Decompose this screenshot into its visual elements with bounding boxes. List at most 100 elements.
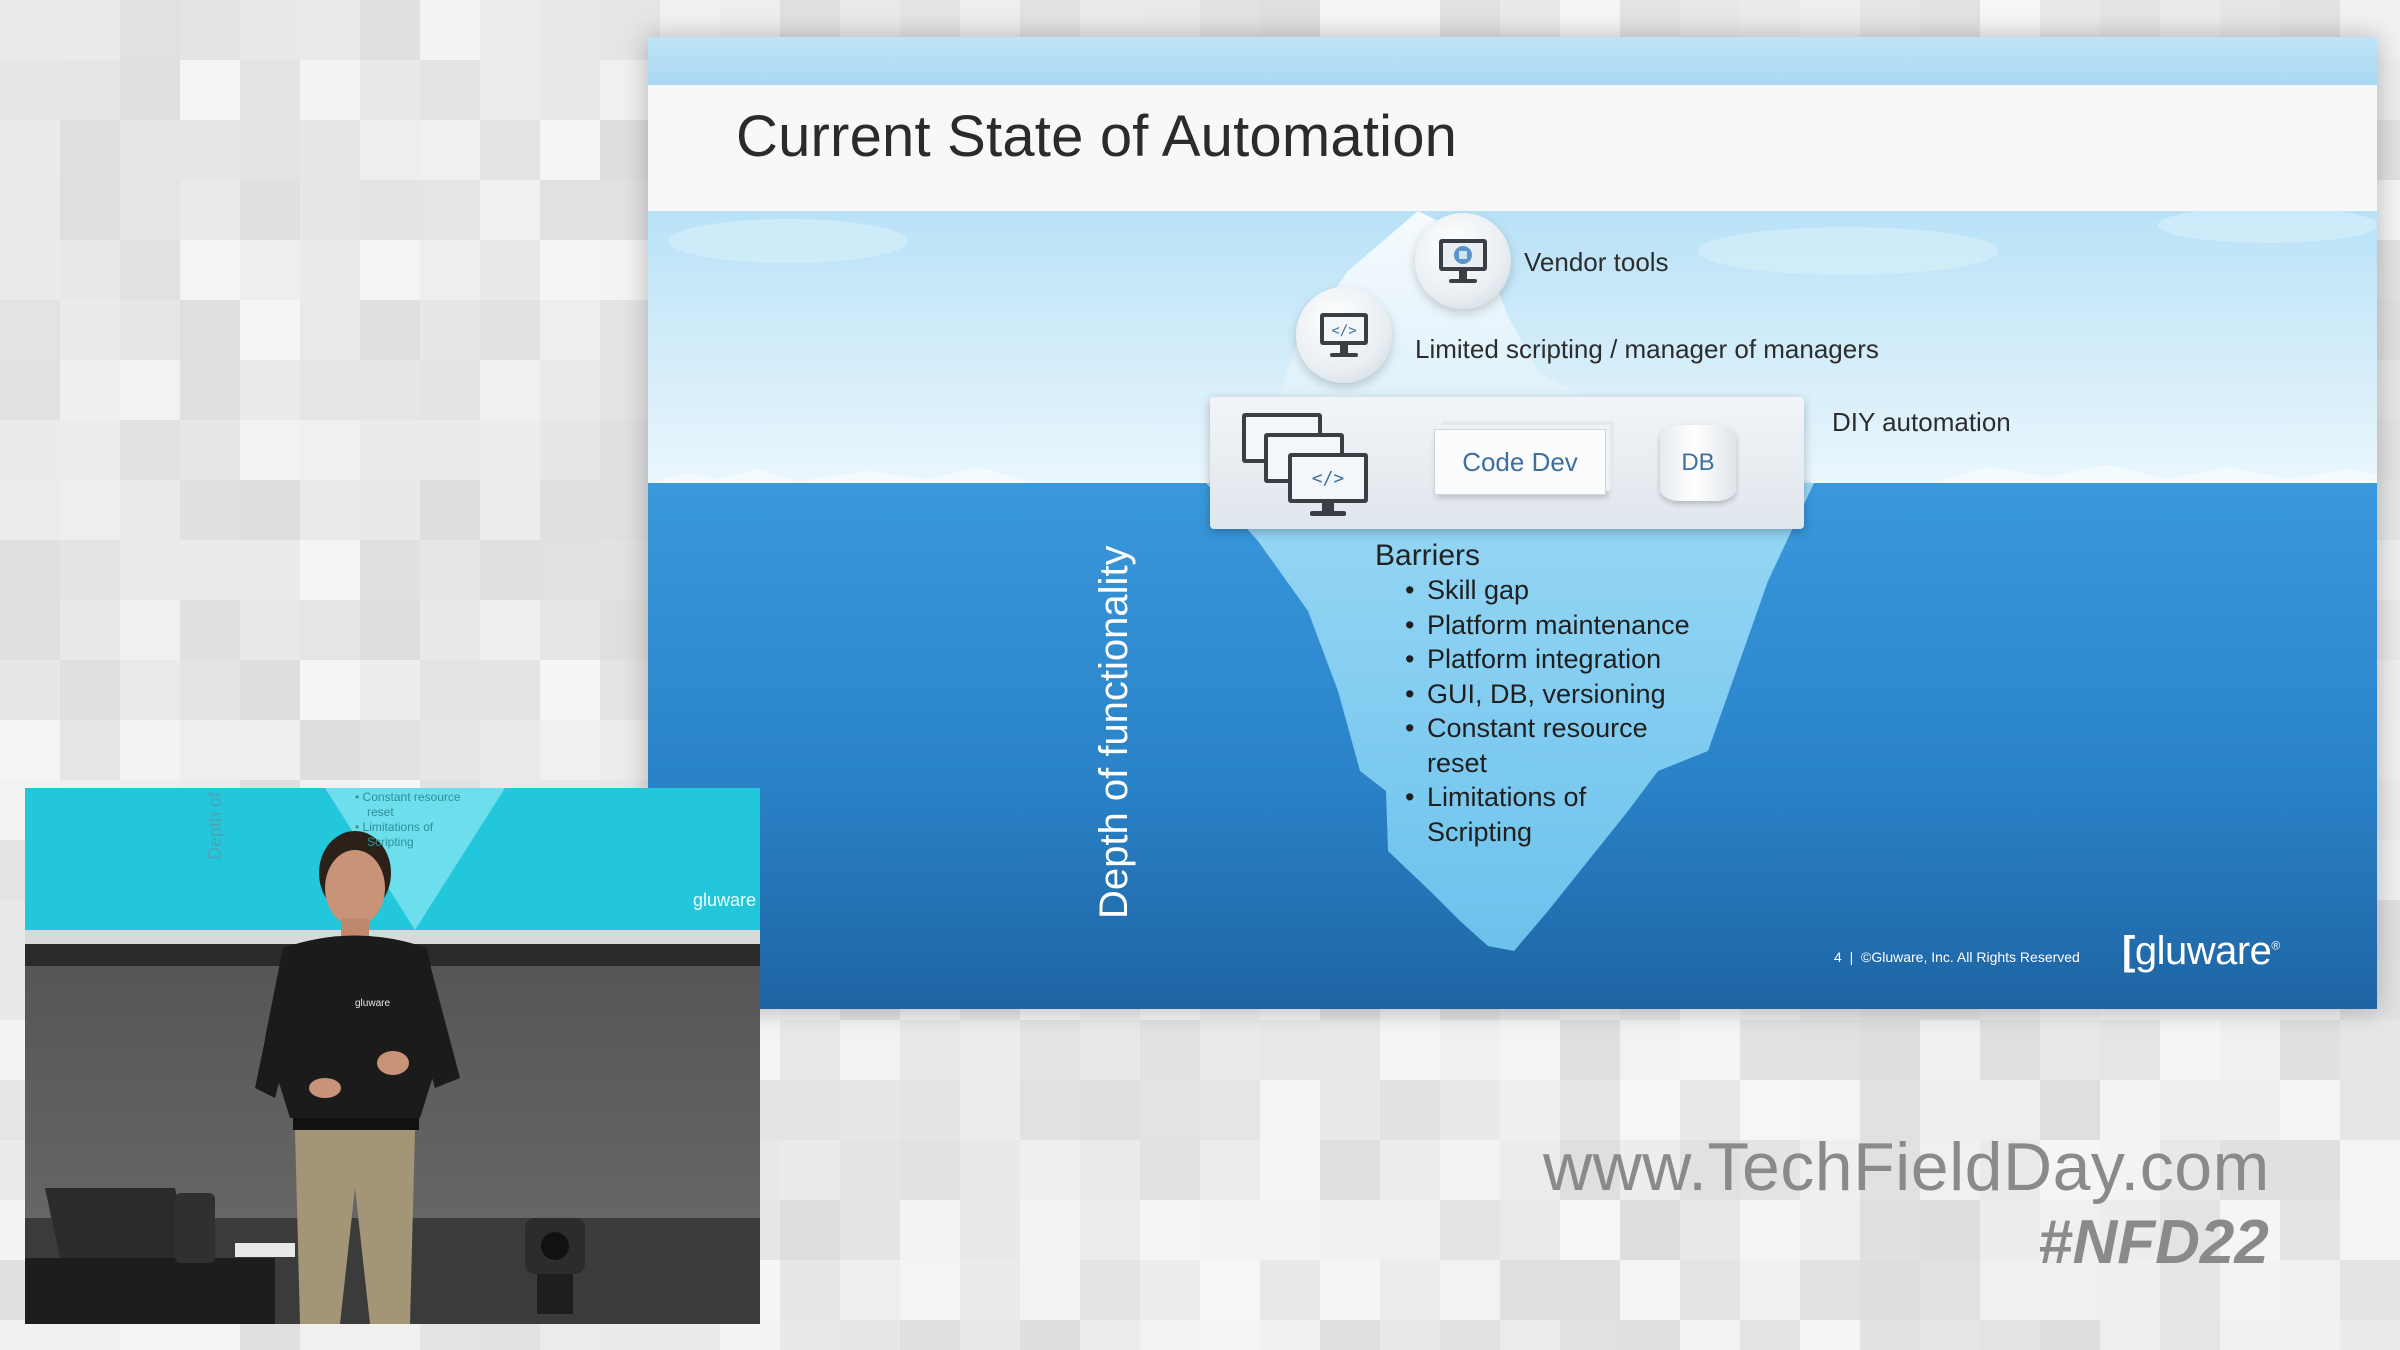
background-tile xyxy=(480,540,540,600)
background-tile xyxy=(1920,1200,1980,1260)
background-tile xyxy=(120,420,180,480)
background-tile xyxy=(540,360,600,420)
background-tile xyxy=(1380,1080,1440,1140)
background-tile xyxy=(2040,1020,2100,1080)
background-tile xyxy=(60,420,120,480)
background-tile xyxy=(1860,1260,1920,1320)
background-tile xyxy=(960,1080,1020,1140)
background-tile xyxy=(1200,1200,1260,1260)
background-tile xyxy=(1980,1320,2040,1350)
background-tile xyxy=(2220,1200,2280,1260)
background-tile xyxy=(2220,1020,2280,1080)
background-tile xyxy=(1320,1320,1380,1350)
background-tile xyxy=(420,660,480,720)
background-tile xyxy=(780,1080,840,1140)
inset-screen-item-a: • Constant resource xyxy=(355,790,461,804)
background-tile xyxy=(1680,1260,1740,1320)
background-tile xyxy=(1500,1020,1560,1080)
background-tile xyxy=(360,1320,420,1350)
background-tile xyxy=(780,1020,840,1080)
page-number: 4 xyxy=(1834,949,1842,965)
background-tile xyxy=(120,360,180,420)
background-tile xyxy=(840,1320,900,1350)
background-tile xyxy=(1320,1080,1380,1140)
background-tile xyxy=(180,1320,240,1350)
background-tile xyxy=(60,360,120,420)
background-tile xyxy=(2280,1200,2340,1260)
background-tile xyxy=(300,720,360,780)
diy-automation-label: DIY automation xyxy=(1832,407,2011,437)
background-tile xyxy=(1020,1020,1080,1080)
background-tile xyxy=(1860,1200,1920,1260)
background-tile xyxy=(240,720,300,780)
background-tile xyxy=(60,0,120,60)
background-tile xyxy=(840,1080,900,1140)
barrier-item: Platform maintenance xyxy=(1405,608,1727,643)
background-tile xyxy=(420,480,480,540)
watermark-hashtag: #NFD22 xyxy=(2038,1208,2269,1277)
background-tile xyxy=(1620,1320,1680,1350)
background-tile xyxy=(2280,1320,2340,1350)
background-tile xyxy=(960,1260,1020,1320)
background-tile xyxy=(300,240,360,300)
background-tile xyxy=(540,60,600,120)
background-tile xyxy=(180,720,240,780)
background-tile xyxy=(1740,1260,1800,1320)
db-cylinder: DB xyxy=(1660,425,1736,501)
barrier-item: Limitations of Scripting xyxy=(1405,780,1617,849)
background-tile xyxy=(1440,1320,1500,1350)
background-tile xyxy=(60,120,120,180)
barrier-item: Platform integration xyxy=(1405,642,1727,677)
background-tile xyxy=(360,300,420,360)
background-tile xyxy=(360,660,420,720)
background-tile xyxy=(1980,1140,2040,1200)
background-tile xyxy=(1500,1080,1560,1140)
background-tile xyxy=(120,660,180,720)
background-tile xyxy=(0,540,60,600)
background-tile xyxy=(120,180,180,240)
background-tile xyxy=(1140,1080,1200,1140)
background-tile xyxy=(1140,1140,1200,1200)
background-tile xyxy=(1620,1020,1680,1080)
background-tile xyxy=(2220,1080,2280,1140)
presentation-slide: Current State of Automation xyxy=(648,37,2377,1009)
background-tile xyxy=(1020,1260,1080,1320)
background-tile xyxy=(300,0,360,60)
background-tile xyxy=(1560,1020,1620,1080)
background-tile xyxy=(420,240,480,300)
background-tile xyxy=(1500,1200,1560,1260)
background-tile xyxy=(480,660,540,720)
background-tile xyxy=(360,240,420,300)
barriers-title: Barriers xyxy=(1375,539,1481,572)
background-tile xyxy=(2100,1260,2160,1320)
background-tile xyxy=(1020,1080,1080,1140)
background-tile xyxy=(2160,1200,2220,1260)
background-tile xyxy=(0,720,60,780)
background-tile xyxy=(2280,1020,2340,1080)
background-tile xyxy=(300,60,360,120)
background-tile xyxy=(480,480,540,540)
background-tile xyxy=(1800,1320,1860,1350)
background-tile xyxy=(2280,1140,2340,1200)
background-tile xyxy=(1440,1200,1500,1260)
background-tile xyxy=(540,480,600,540)
background-tile xyxy=(1260,1320,1320,1350)
background-tile xyxy=(1080,1020,1140,1080)
background-tile xyxy=(180,240,240,300)
background-tile xyxy=(420,360,480,420)
background-tile xyxy=(540,300,600,360)
background-tile xyxy=(360,540,420,600)
background-tile xyxy=(240,660,300,720)
background-tile xyxy=(1380,1020,1440,1080)
background-tile xyxy=(300,420,360,480)
background-tile xyxy=(1140,1200,1200,1260)
background-tile xyxy=(2040,1140,2100,1200)
brand-text: gluware xyxy=(2134,929,2272,973)
background-tile xyxy=(300,540,360,600)
background-tile xyxy=(480,720,540,780)
background-tile xyxy=(1740,1080,1800,1140)
background-tile xyxy=(1500,1260,1560,1320)
background-tile xyxy=(240,540,300,600)
background-tile xyxy=(360,0,420,60)
background-tile xyxy=(540,120,600,180)
